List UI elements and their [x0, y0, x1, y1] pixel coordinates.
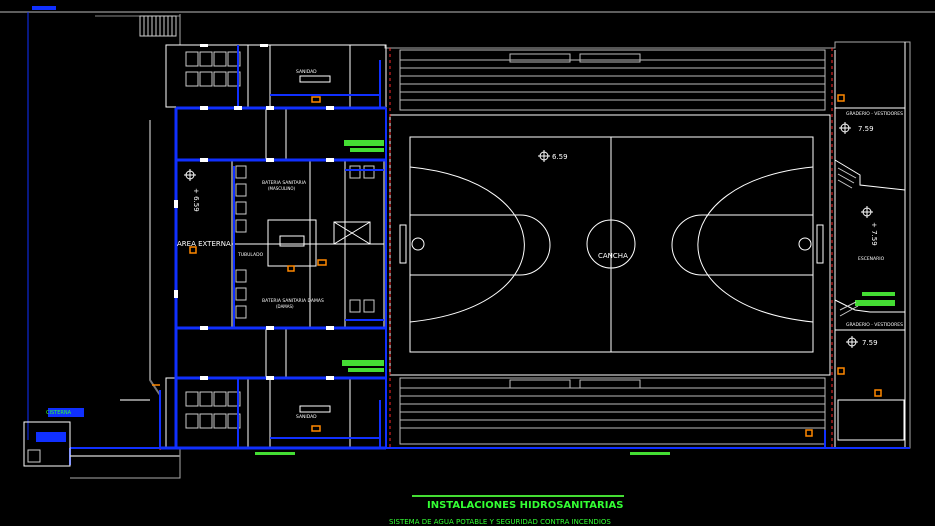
- bleachers-top: [399, 49, 826, 111]
- label-escena: ESCENARIO: [858, 256, 885, 262]
- drawing-title: INSTALACIONES HIDROSANITARIAS: [427, 500, 623, 511]
- level-right-bottom: 7.59: [862, 339, 878, 347]
- label-sanidad-top: SANIDAD: [296, 69, 317, 75]
- label-area-externa: AREA EXTERNA: [177, 240, 231, 248]
- label-cisterna: CISTERNA: [46, 410, 72, 416]
- grey-pipe-bottom: [70, 399, 180, 457]
- toilet-cubicles-inner: [235, 165, 375, 319]
- label-graderio-bottom: GRADERIO - VESTIDORES: [846, 322, 903, 328]
- frame-marker: [32, 6, 56, 10]
- bleachers-bottom: [399, 377, 826, 445]
- left-building: [165, 44, 387, 449]
- level-right-mid: + 7.59: [870, 222, 878, 246]
- label-bateria-top: BATERIA SANITARIA: [262, 180, 307, 186]
- pipe-valves: [174, 44, 334, 380]
- toilet-cubicles-top: [185, 51, 241, 87]
- label-graderio-top: GRADERIO - VESTIDORES: [846, 111, 903, 117]
- basketball-court: [389, 114, 831, 376]
- level-court: 6.59: [552, 153, 568, 161]
- label-sanidad-bottom: SANIDAD: [296, 414, 317, 420]
- stairs-top-left: [139, 15, 177, 37]
- ramp-curve: [149, 120, 161, 396]
- orange-fixtures: [152, 94, 882, 437]
- stairs-right: [837, 167, 859, 317]
- level-markers: [184, 122, 873, 348]
- level-right-top: 7.59: [858, 125, 874, 133]
- toilet-cubicles-bottom: [185, 391, 241, 429]
- label-tubulado: TUBULADO: [237, 252, 264, 258]
- label-bateria-bottom: BATERIA SANITARIA DAMAS: [262, 298, 324, 304]
- label-cancha: CANCHA: [598, 252, 628, 260]
- label-bateria-bottom-sub: (DAMAS): [276, 304, 294, 309]
- cistern: [23, 408, 84, 467]
- level-left: + 6.59: [192, 188, 200, 212]
- green-planters: [255, 140, 895, 497]
- right-building: [834, 42, 906, 448]
- drawing-subtitle: SISTEMA DE AGUA POTABLE Y SEGURIDAD CONT…: [389, 518, 611, 526]
- label-bateria-top-sub: (MASCULINO): [268, 186, 296, 191]
